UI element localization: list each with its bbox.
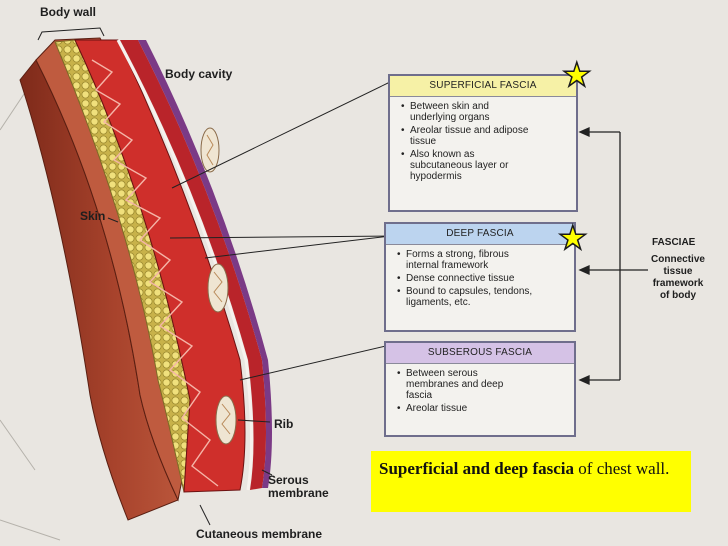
list-item: Between skin and underlying organs (401, 101, 530, 123)
rib-2 (207, 263, 229, 313)
body-wall-bracket (37, 27, 105, 41)
label-rib: Rib (274, 417, 294, 431)
subserous-fascia-title: SUBSEROUS FASCIA (386, 343, 574, 364)
caption-box: Superficial and deep fascia of chest wal… (371, 451, 691, 512)
list-item: Between serous membranes and deep fascia (397, 368, 516, 401)
label-serous-membrane: Serous membrane (268, 473, 329, 500)
superficial-fascia-panel: SUPERFICIAL FASCIA Between skin and unde… (388, 74, 578, 212)
superficial-fascia-list: Between skin and underlying organs Areol… (390, 101, 576, 182)
ribs (200, 127, 237, 445)
label-body-wall: Body wall (40, 5, 97, 19)
label-skin: Skin (80, 209, 106, 223)
subserous-fascia-panel: SUBSEROUS FASCIA Between serous membrane… (384, 341, 576, 437)
list-item: Forms a strong, fibrous internal framewo… (397, 249, 536, 271)
muscle-fibers (91, 59, 219, 487)
star-icon-superficial: ★ (561, 55, 592, 94)
label-body-cavity: Body cavity (165, 67, 233, 81)
list-item: Areolar tissue and adipose tissue (401, 125, 545, 147)
deep-fascia-title: DEEP FASCIA (386, 224, 574, 245)
deep-fascia-list: Forms a strong, fibrous internal framewo… (386, 249, 574, 308)
caption-rest: of chest wall. (574, 459, 670, 478)
list-item: Also known as subcutaneous layer or hypo… (401, 149, 510, 182)
caption-bold: Superficial and deep fascia (379, 459, 575, 478)
fasciae-title: FASCIAE (652, 237, 696, 248)
list-item: Areolar tissue (397, 403, 546, 414)
list-item: Bound to capsules, tendons, ligaments, e… (397, 286, 566, 308)
fasciae-connectors (578, 126, 648, 386)
star-icon-deep: ★ (557, 218, 588, 257)
deep-fascia-panel: DEEP FASCIA Forms a strong, fibrous inte… (384, 222, 576, 332)
rib-3 (215, 395, 237, 445)
fasciae-description: Connective tissue framework of body (651, 254, 705, 301)
label-cutaneous-membrane: Cutaneous membrane (196, 527, 323, 541)
list-item: Dense connective tissue (397, 273, 566, 284)
superficial-fascia-title: SUPERFICIAL FASCIA (390, 76, 576, 97)
subserous-fascia-list: Between serous membranes and deep fascia… (386, 368, 574, 414)
deep-fascia-line (116, 39, 254, 491)
leader-lines (107, 81, 391, 526)
muscle-layer (74, 39, 246, 493)
